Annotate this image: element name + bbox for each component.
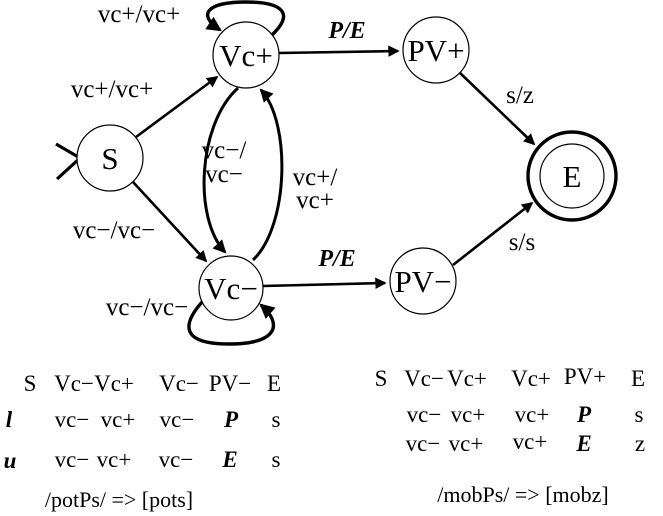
state-pv-plus-label: PV+ (407, 33, 464, 68)
label-vc-plus-self: vc+/vc+ (98, 1, 180, 28)
state-pv-plus (402, 16, 470, 84)
edge-start-to-vc-minus (132, 181, 208, 263)
right-table-state: S (374, 366, 388, 391)
left-table-state: PV− (208, 371, 252, 396)
label-vc-plus-to-vc-minus-line2: vc− (205, 161, 243, 188)
left-table-state: Vc− (159, 371, 199, 396)
state-start (76, 124, 144, 192)
label-vc-minus-to-vc-plus-line2: vc+ (296, 187, 334, 214)
right-table-lexical-cell: vc+ (514, 402, 550, 427)
right-table-state: Vc− (404, 366, 444, 391)
left-table-lexical-cell: vc− (159, 407, 195, 432)
left-table-row-label-surface: u (3, 448, 17, 473)
label-pv-minus-to-end: s/s (509, 229, 535, 256)
right-table-lexical-cell: vc+ (450, 402, 486, 427)
state-vc-plus-label: Vc+ (219, 38, 273, 73)
left-table-state: S (23, 371, 37, 396)
state-end-label: E (563, 159, 582, 194)
label-start-to-vc-minus: vc−/vc− (73, 217, 155, 244)
edge-vc-plus-to-vc-minus (202, 86, 240, 254)
right-table-lexical-cell: vc− (406, 402, 442, 427)
edge-vc-plus-to-pv-plus (278, 45, 400, 57)
label-vc-minus-to-vc-plus-line1: vc+/ (293, 164, 338, 191)
right-table-surface-cell: vc+ (448, 431, 484, 456)
left-table-row-label-lexical: l (5, 407, 13, 432)
left-table-caption: /potPs/ => [pots] (44, 487, 194, 512)
state-end-inner (539, 143, 605, 209)
edge-vc-minus-self-loop (187, 299, 276, 346)
left-table-surface-cell: E (222, 447, 238, 472)
label-vc-plus-to-pv-plus: P/E (327, 18, 365, 44)
right-table-surface-cell: E (576, 431, 592, 456)
left-table-lexical-cell: P (223, 407, 239, 432)
right-table-caption: /mobPs/ => [mobz] (437, 482, 609, 507)
left-table-surface-cell: vc− (158, 447, 194, 472)
state-vc-minus-label: Vc− (204, 271, 258, 306)
right-table-state: Vc+ (447, 366, 487, 391)
state-pv-minus-label: PV− (394, 264, 451, 299)
left-table-surface-cell: vc− (54, 447, 90, 472)
state-pv-minus (389, 247, 457, 315)
right-table-surface-cell: vc+ (512, 429, 548, 454)
state-vc-plus (212, 21, 280, 89)
label-vc-minus-self: vc−/vc− (106, 294, 188, 321)
left-table-state: E (266, 371, 282, 396)
edge-pv-minus-to-end (452, 201, 534, 267)
edge-pv-plus-to-end (458, 71, 536, 146)
left-table-state: Vc− (54, 371, 94, 396)
left-table-lexical-cell: s (271, 407, 281, 432)
right-table-state: E (630, 366, 646, 391)
state-vc-minus (198, 255, 264, 321)
fst-diagram: S Vc+ Vc− PV+ PV− E vc+/vc+ vc+/vc+ vc−/… (55, 0, 618, 346)
edge-vc-minus-to-vc-plus (251, 88, 284, 262)
left-table-surface-cell: vc+ (96, 447, 132, 472)
start-arrow-icon (55, 142, 83, 181)
left-table-surface-cell: s (271, 447, 281, 472)
state-start-label: S (101, 141, 118, 176)
left-table-lexical-cell: vc+ (100, 407, 136, 432)
left-table-state: Vc+ (94, 371, 134, 396)
edge-vc-minus-to-pv-minus (262, 277, 387, 289)
label-vc-minus-to-pv-minus: P/E (317, 246, 355, 272)
right-table-surface-cell: vc− (405, 431, 441, 456)
edge-start-to-vc-plus (135, 75, 219, 139)
left-table-lexical-cell: vc− (54, 407, 90, 432)
right-table-lexical-cell: P (576, 402, 592, 427)
label-pv-plus-to-end: s/z (506, 82, 534, 109)
right-table-surface-cell: z (634, 431, 646, 456)
label-vc-plus-to-vc-minus-line1: vc−/ (202, 137, 247, 164)
edge-vc-plus-self-loop (205, 0, 285, 37)
right-table-state: Vc+ (511, 366, 551, 391)
right-table-state: PV+ (563, 364, 607, 389)
right-table-lexical-cell: s (634, 402, 644, 427)
label-start-to-vc-plus: vc+/vc+ (71, 76, 153, 103)
